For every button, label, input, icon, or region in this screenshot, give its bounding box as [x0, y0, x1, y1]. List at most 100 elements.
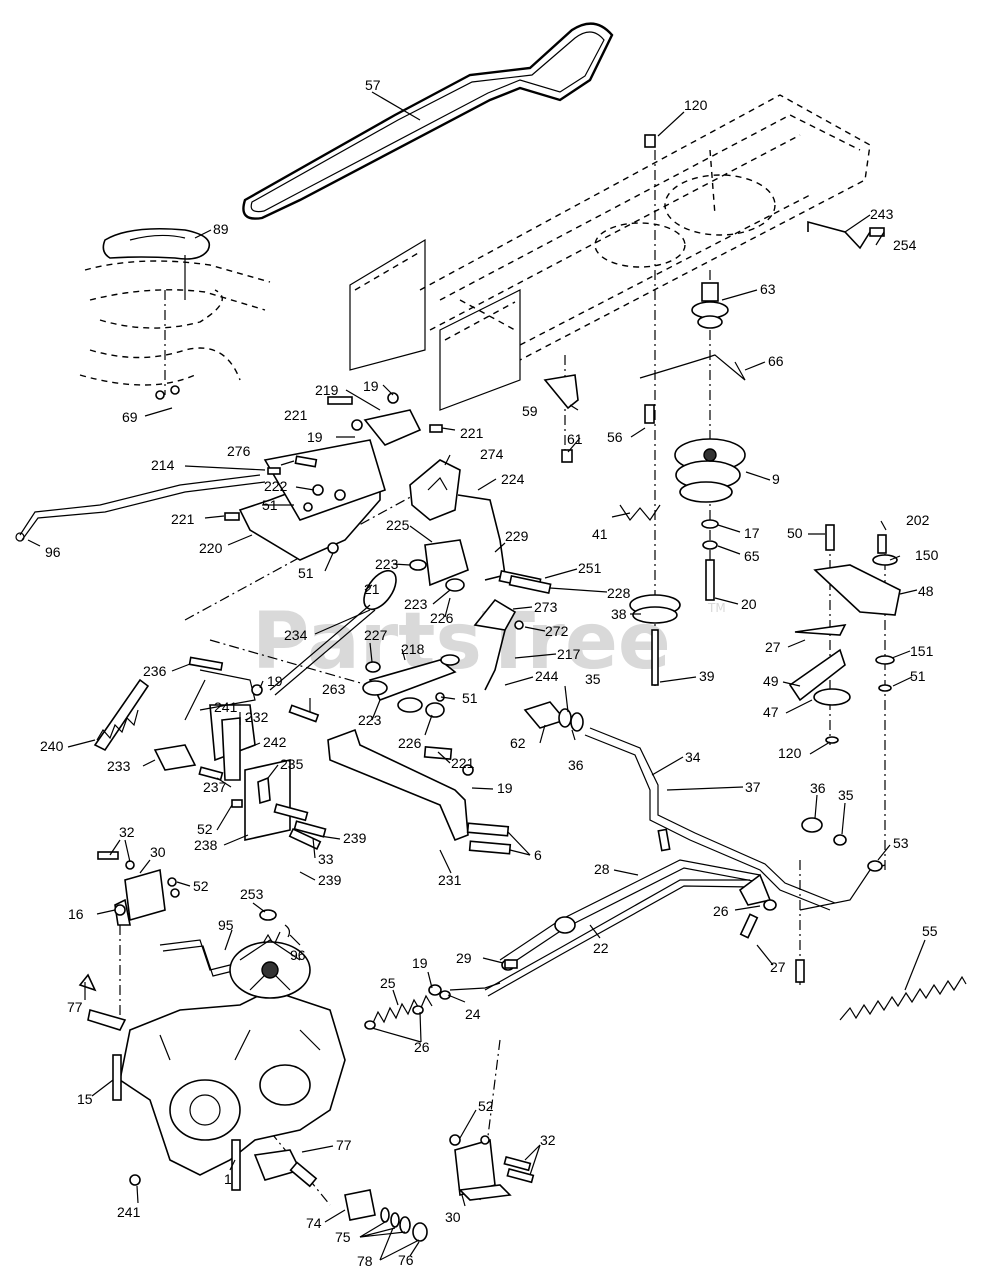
watermark-tm: TM	[707, 601, 726, 615]
part-label-51: 51	[910, 668, 926, 684]
arm-243	[807, 220, 885, 250]
part-label-26: 26	[713, 903, 729, 919]
part-label-77: 77	[336, 1137, 352, 1153]
part-label-232: 232	[245, 709, 269, 725]
part-label-27: 27	[770, 959, 786, 975]
shafts	[484, 701, 886, 997]
part-label-36: 36	[810, 780, 826, 796]
part-label-25: 25	[380, 975, 396, 991]
part-label-235: 235	[280, 756, 304, 772]
part-label-22: 22	[593, 940, 609, 956]
seat-and-body-outline	[79, 227, 271, 386]
part-label-52: 52	[193, 878, 209, 894]
bracket-220	[15, 409, 422, 561]
part-label-226: 226	[398, 735, 422, 751]
part-label-89: 89	[213, 221, 229, 237]
part-label-221: 221	[460, 425, 484, 441]
axle-parts	[344, 1189, 428, 1242]
part-label-238: 238	[194, 837, 218, 853]
part-label-236: 236	[143, 663, 167, 679]
part-label-239: 239	[343, 830, 367, 846]
part-label-19: 19	[412, 955, 428, 971]
part-label-239: 239	[318, 872, 342, 888]
part-label-19: 19	[267, 673, 283, 689]
frame-outline	[349, 94, 871, 411]
part-label-221: 221	[451, 755, 475, 771]
part-label-202: 202	[906, 512, 930, 528]
watermark: PartsTree	[252, 597, 671, 687]
transaxle	[78, 939, 346, 1191]
part-label-74: 74	[306, 1215, 322, 1231]
part-label-36: 36	[568, 757, 584, 773]
part-label-32: 32	[540, 1132, 556, 1148]
part-label-50: 50	[787, 525, 803, 541]
part-label-237: 237	[203, 779, 227, 795]
part-label-251: 251	[578, 560, 602, 576]
part-label-51: 51	[462, 690, 478, 706]
part-label-254: 254	[893, 237, 917, 253]
bracket-59	[543, 374, 655, 463]
part-label-57: 57	[365, 77, 381, 93]
lever-234	[269, 569, 460, 718]
part-label-26: 26	[414, 1039, 430, 1055]
part-label-241: 241	[117, 1204, 141, 1220]
part-label-59: 59	[522, 403, 538, 419]
part-label-27: 27	[765, 639, 781, 655]
leader-lines	[27, 91, 926, 1261]
part-label-61: 61	[567, 431, 583, 447]
part-label-241: 241	[214, 699, 238, 715]
part-label-231: 231	[438, 872, 462, 888]
part-label-221: 221	[284, 407, 308, 423]
part-label-30: 30	[445, 1209, 461, 1225]
drive-belt	[242, 22, 614, 220]
part-label-21: 21	[364, 581, 380, 597]
part-label-221: 221	[171, 511, 195, 527]
pedals	[409, 459, 552, 691]
part-label-30: 30	[150, 844, 166, 860]
part-label-228: 228	[607, 585, 631, 601]
part-label-24: 24	[465, 1006, 481, 1022]
part-label-233: 233	[107, 758, 131, 774]
part-label-253: 253	[240, 886, 264, 902]
part-label-38: 38	[611, 606, 627, 622]
part-label-151: 151	[910, 643, 934, 659]
part-label-224: 224	[501, 471, 525, 487]
part-label-242: 242	[263, 734, 287, 750]
part-label-49: 49	[763, 673, 779, 689]
part-label-37: 37	[745, 779, 761, 795]
part-label-28: 28	[594, 861, 610, 877]
part-label-69: 69	[122, 409, 138, 425]
part-label-276: 276	[227, 443, 251, 459]
part-label-19: 19	[363, 378, 379, 394]
part-label-34: 34	[685, 749, 701, 765]
spring-55	[839, 975, 967, 1021]
part-label-52: 52	[197, 821, 213, 837]
part-label-243: 243	[870, 206, 894, 222]
part-label-47: 47	[763, 704, 779, 720]
part-label-223: 223	[404, 596, 428, 612]
part-label-29: 29	[456, 950, 472, 966]
part-label-51: 51	[298, 565, 314, 581]
part-label-220: 220	[199, 540, 223, 556]
idler-bracket	[788, 524, 901, 744]
part-label-274: 274	[480, 446, 504, 462]
part-label-17: 17	[744, 525, 760, 541]
part-label-19: 19	[497, 780, 513, 796]
part-label-75: 75	[335, 1229, 351, 1245]
part-label-78: 78	[357, 1253, 373, 1269]
part-label-55: 55	[922, 923, 938, 939]
part-label-19: 19	[307, 429, 323, 445]
part-label-226: 226	[430, 610, 454, 626]
part-label-63: 63	[760, 281, 776, 297]
pulley-assembly	[619, 134, 746, 686]
part-label-223: 223	[358, 712, 382, 728]
part-label-6: 6	[534, 847, 542, 863]
part-label-150: 150	[915, 547, 939, 563]
part-label-52: 52	[478, 1098, 494, 1114]
part-label-223: 223	[375, 556, 399, 572]
brake-arm-231	[327, 728, 512, 855]
part-label-65: 65	[744, 548, 760, 564]
part-label-76: 76	[398, 1252, 414, 1268]
part-label-48: 48	[918, 583, 934, 599]
part-label-227: 227	[364, 627, 388, 643]
